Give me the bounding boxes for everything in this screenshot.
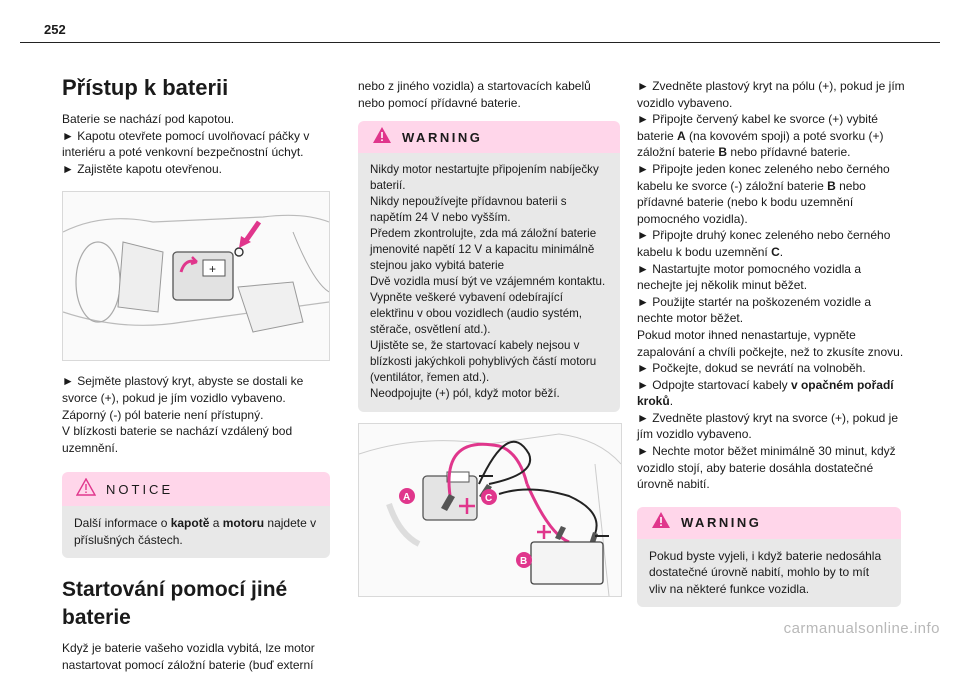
- bold-term: B: [718, 145, 728, 160]
- bold-term: B: [827, 178, 836, 193]
- warning-triangle-icon: [651, 511, 671, 534]
- watermark: carmanualsonline.info: [783, 620, 940, 637]
- notice-text-part: najdete v příslušných částech.: [74, 516, 317, 547]
- label-a: A: [403, 492, 410, 503]
- warning-header: WARNING: [637, 506, 901, 539]
- bold-term: v opačném pořadí kroků: [637, 377, 894, 409]
- notice-text-part: Další informace o: [74, 516, 171, 531]
- step-item: ► Použijte startér na poškozeném vozidle…: [637, 294, 871, 326]
- bold-term: A: [677, 128, 686, 143]
- step-item: ► Nechte motor běžet minimálně 30 minut,…: [637, 444, 896, 492]
- notice-box: NOTICE Další informace o kapotě a motoru…: [62, 472, 330, 559]
- page-number: 252: [44, 22, 66, 37]
- section-title-jump-start: Startování pomocí jiné baterie: [62, 578, 288, 630]
- bold-term: C: [771, 244, 780, 259]
- notice-text-part: a: [209, 516, 223, 531]
- step-item: ► Připojte červený kabel ke svorce (+) v…: [637, 112, 884, 160]
- warning-box-2: WARNING Pokud byste vyjeli, i když bater…: [637, 506, 901, 608]
- step-item: ► Odpojte startovací kabely v opačném po…: [637, 377, 894, 409]
- warning-text: Pokud byste vyjeli, i když baterie nedos…: [637, 538, 901, 608]
- warning-text: Nikdy motor nestartujte připojením nabíj…: [358, 153, 620, 413]
- step-item: ► Nastartujte motor pomocného vozidla a …: [637, 261, 861, 293]
- step-item: ► Připojte druhý konec zeleného nebo čer…: [637, 228, 891, 259]
- notice-link-hood: kapotě: [170, 516, 210, 531]
- column-2: nebo z jiného vozidla) a startovacích ka…: [358, 78, 622, 598]
- jump-start-intro-cont: nebo z jiného vozidla) a startovacích ka…: [358, 79, 591, 110]
- warning-box-1: WARNING Nikdy motor nestartujte připojen…: [358, 121, 620, 413]
- step-item: ► Zvedněte plastový kryt na pólu (+), po…: [637, 79, 905, 110]
- step-item: Pokud motor ihned nenastartuje, vypněte …: [637, 327, 904, 359]
- svg-text:+: +: [209, 262, 216, 276]
- step-item: ► Zvedněte plastový kryt na svorce (+), …: [637, 410, 898, 442]
- notice-link-engine: motoru: [222, 516, 265, 531]
- step-item: ► Počkejte, dokud se nevrátí na volnoběh…: [637, 361, 866, 376]
- notice-text: Další informace o kapotě a motoru najdet…: [62, 506, 330, 559]
- warning-title: WARNING: [681, 515, 762, 531]
- step-item: ► Připojte jeden konec zeleného nebo čer…: [637, 161, 890, 226]
- notice-title: NOTICE: [106, 481, 174, 497]
- jump-start-intro: Když je baterie vašeho vozidla vybitá, l…: [62, 641, 315, 672]
- column-1: Přístup k baterii Baterie se nachází pod…: [62, 62, 330, 673]
- battery-location-illustration: +: [62, 191, 330, 362]
- remove-cover-text: ► Sejměte plastový kryt, abyste se dosta…: [62, 374, 304, 455]
- label-c: C: [485, 493, 492, 504]
- warning-title: WARNING: [402, 129, 483, 145]
- jump-cable-illustration: A C B: [358, 423, 622, 598]
- notice-header: NOTICE: [62, 472, 330, 507]
- section-title-battery-access: Přístup k baterii: [62, 75, 229, 100]
- column-3: ► Zvedněte plastový kryt na pólu (+), po…: [637, 78, 909, 608]
- warning-triangle-icon: [75, 477, 97, 501]
- label-b: B: [520, 556, 527, 567]
- warning-header: WARNING: [358, 121, 620, 154]
- warning-triangle-icon: [372, 126, 392, 149]
- header-rule: [20, 42, 940, 43]
- intro-text: Baterie se nachází pod kapotou. ► Kapotu…: [62, 112, 310, 176]
- jump-start-steps: ► Zvedněte plastový kryt na pólu (+), po…: [637, 78, 909, 493]
